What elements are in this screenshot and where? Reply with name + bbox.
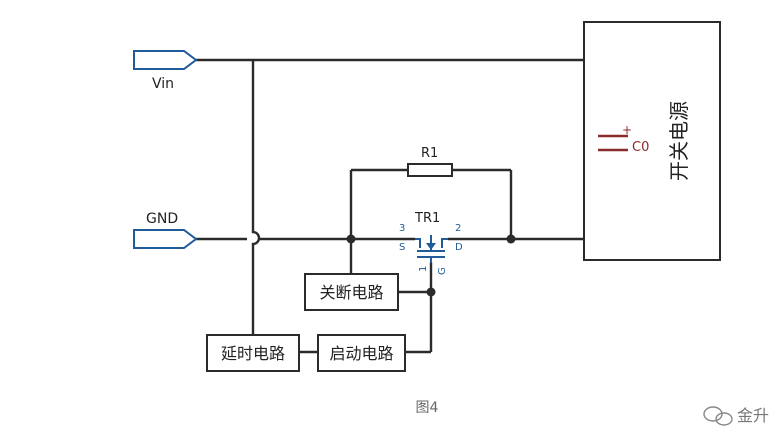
resistor-r1: R1 — [407, 146, 453, 177]
junction-dot — [426, 287, 436, 297]
startup-label: 启动电路 — [329, 344, 393, 363]
delay-circuit-block: 延时电路 — [206, 334, 300, 372]
pin-gate-number: 1 — [418, 266, 429, 272]
pin-gate-name: G — [437, 267, 448, 275]
capacitor-label: C0 — [632, 140, 649, 155]
junction-dot — [346, 234, 356, 244]
vin-label: Vin — [152, 76, 174, 92]
vin-port: Vin — [133, 50, 198, 92]
resistor-label: R1 — [421, 146, 438, 161]
capacitor-polarity: + — [622, 123, 632, 137]
transistor-label: TR1 — [414, 211, 440, 226]
wechat-icon — [703, 406, 733, 426]
pin-source-number: 3 — [399, 223, 405, 234]
pin-drain-number: 2 — [455, 223, 461, 234]
watermark-text: 金升 — [737, 406, 769, 425]
capacitor-c0: + C0 — [598, 123, 649, 155]
mosfet-tr1: TR1 3 S 2 D 1 G — [399, 211, 463, 275]
pin-drain-name: D — [455, 242, 463, 253]
watermark: 金升 — [703, 406, 769, 426]
gnd-port: GND — [133, 211, 198, 249]
pin-source-name: S — [399, 242, 405, 253]
switch-power-label: 开关电源 — [667, 101, 691, 181]
gnd-label: GND — [146, 211, 178, 227]
delay-label: 延时电路 — [221, 344, 285, 363]
startup-circuit-block: 启动电路 — [317, 334, 406, 372]
wires — [196, 58, 615, 354]
shutdown-circuit-block: 关断电路 — [304, 273, 399, 311]
switch-power-block: 开关电源 — [583, 21, 721, 261]
junction-dot — [506, 234, 516, 244]
figure-caption: 图4 — [416, 400, 439, 416]
junction-dots — [346, 55, 618, 297]
shutdown-label: 关断电路 — [319, 283, 383, 302]
